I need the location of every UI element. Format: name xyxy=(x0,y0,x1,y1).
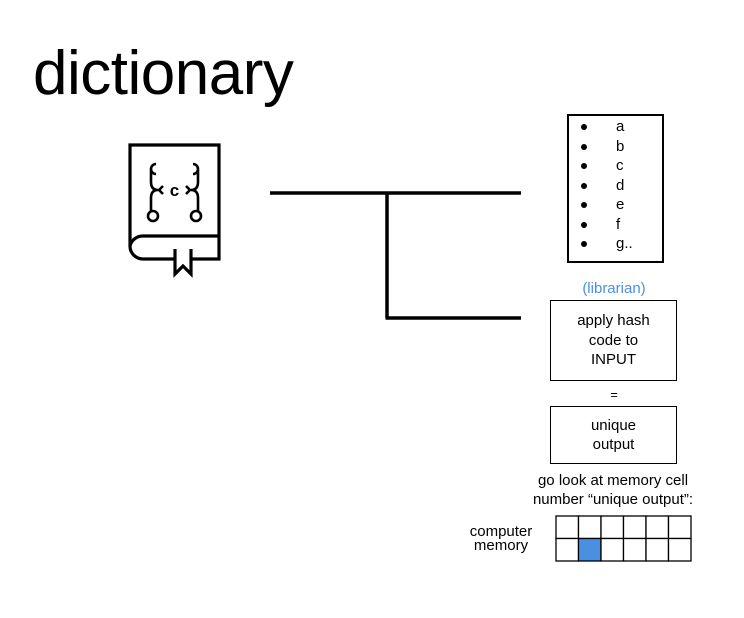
memory-cell xyxy=(622,515,647,540)
list-item: b xyxy=(569,137,662,157)
page-title: dictionary xyxy=(33,39,294,108)
memory-grid xyxy=(555,515,692,562)
memory-cell xyxy=(667,537,692,562)
memory-cell xyxy=(622,537,647,562)
memory-cell xyxy=(600,515,625,540)
memory-cell xyxy=(577,515,602,540)
dictionary-book-icon: c xyxy=(128,143,221,278)
list-item: d xyxy=(569,176,662,196)
memory-cell xyxy=(645,537,670,562)
librarian-label: (librarian) xyxy=(582,280,646,297)
memory-cell xyxy=(555,537,580,562)
list-item: f xyxy=(569,215,662,235)
memory-cell xyxy=(667,515,692,540)
list-item: a xyxy=(569,117,662,137)
list-item: e xyxy=(569,195,662,215)
svg-text:c: c xyxy=(170,181,179,200)
equals-sign: = xyxy=(610,387,618,402)
memory-cell-highlighted xyxy=(577,537,602,562)
memory-cell xyxy=(555,515,580,540)
memory-cell xyxy=(600,537,625,562)
list-item: g.. xyxy=(569,234,662,254)
connector-lines xyxy=(270,191,521,320)
list-item: c xyxy=(569,156,662,176)
memory-cell xyxy=(645,515,670,540)
